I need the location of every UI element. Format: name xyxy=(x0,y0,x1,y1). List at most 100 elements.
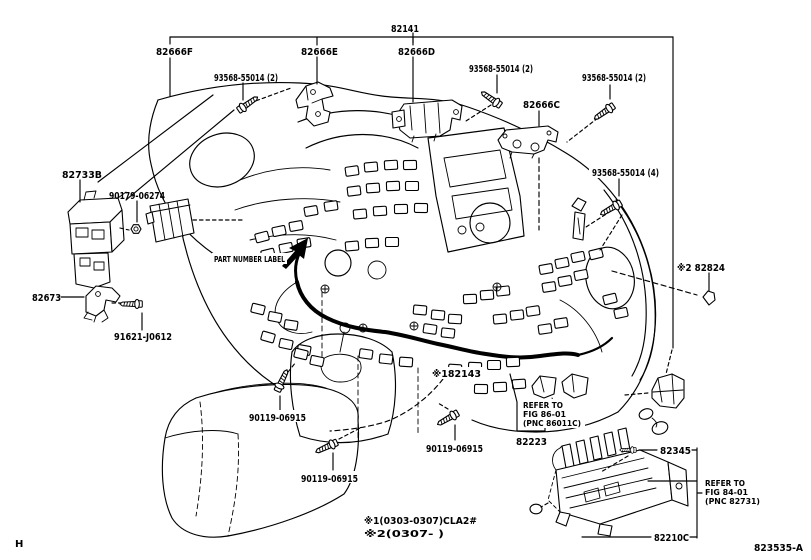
note-variant-1: ※1(0303-0307)CLA2# xyxy=(364,515,477,527)
harness-connector xyxy=(479,289,495,301)
junction-box-82210-art xyxy=(529,427,689,537)
label-82223: 82223 xyxy=(516,437,547,448)
label-90179-06274: 90179-06274 xyxy=(109,191,165,202)
label-82673: 82673 xyxy=(32,293,61,304)
harness-connector xyxy=(271,224,287,238)
bracket-93568-4-target-art xyxy=(571,197,587,241)
figure-code: 823535-A xyxy=(754,543,803,554)
labels: 82141 82666F 82666E 82666D 82666C 93568-… xyxy=(15,24,803,554)
connectors-82223-art xyxy=(531,373,589,416)
harness-connector xyxy=(422,323,438,335)
harness-connector xyxy=(288,220,304,232)
bracket-82666C-art xyxy=(497,125,559,159)
harness-connector xyxy=(537,323,553,335)
label-82143: ※182143 xyxy=(432,368,481,380)
harness-connector xyxy=(570,250,586,264)
corner-mark: H xyxy=(15,539,23,550)
harness-connector xyxy=(413,202,429,214)
harness-connector xyxy=(505,356,521,368)
label-screw-93568-c: 93568-55014 (2) xyxy=(582,73,646,84)
label-82666E: 82666E xyxy=(301,47,338,58)
harness-connector xyxy=(588,247,604,261)
label-refer84-line1: REFER TO xyxy=(705,479,746,488)
junction-block-82733B-art xyxy=(67,190,127,289)
harness-connector xyxy=(404,180,420,192)
label-82210C: 82210C xyxy=(654,533,689,544)
harness-connector xyxy=(267,311,283,323)
harness-connector xyxy=(393,203,409,215)
label-refer86-line3: (PNC 86011C) xyxy=(523,419,581,428)
screw-93568-a-icon xyxy=(235,92,261,116)
wire-harness-art xyxy=(250,159,629,395)
harness-connector xyxy=(553,317,569,329)
harness-connector xyxy=(254,230,270,244)
screw-93568-d-icon xyxy=(597,198,624,220)
label-refer86-line1: REFER TO xyxy=(523,401,564,410)
harness-connector xyxy=(398,356,414,368)
harness-connector xyxy=(492,381,508,393)
harness-connector xyxy=(363,161,379,173)
screw-91621-icon xyxy=(119,298,143,310)
label-90119-06915-3: 90119-06915 xyxy=(426,444,483,455)
harness-connector xyxy=(613,306,629,320)
label-82824: ※2 82824 xyxy=(677,262,725,274)
harness-connector xyxy=(486,359,502,371)
label-82345: 82345 xyxy=(660,446,691,457)
bracket-82673-art xyxy=(83,285,121,323)
harness-connector xyxy=(462,293,478,305)
harness-connector xyxy=(378,353,394,365)
label-90119-06915-2: 90119-06915 xyxy=(301,474,358,485)
harness-connector xyxy=(440,327,456,339)
harness-connector xyxy=(344,165,360,177)
connector-bank-art xyxy=(145,198,195,243)
harness-connector xyxy=(352,208,368,220)
harness-connector xyxy=(358,348,374,360)
instrument-panel-art xyxy=(97,81,657,538)
harness-connector xyxy=(283,319,299,331)
harness-connector xyxy=(293,347,309,361)
label-refer84-line2: FIG 84-01 xyxy=(705,488,748,497)
label-screw-93568-b: 93568-55014 (2) xyxy=(469,64,533,75)
label-82141: 82141 xyxy=(391,24,419,35)
label-part-number-label: PART NUMBER LABEL xyxy=(214,255,285,264)
note-variant-2: ※2(0307- ) xyxy=(364,528,444,540)
harness-connector xyxy=(573,269,589,281)
label-91621-J0612: 91621-J0612 xyxy=(114,332,172,343)
harness-connector xyxy=(383,159,399,171)
harness-connector xyxy=(473,383,489,395)
label-82733B: 82733B xyxy=(62,170,102,181)
harness-connector xyxy=(323,200,339,212)
harness-connector xyxy=(260,330,276,344)
harness-connector xyxy=(430,309,446,321)
harness-connector xyxy=(492,313,508,325)
right-connector-art xyxy=(638,373,685,435)
label-refer86-line2: FIG 86-01 xyxy=(523,410,566,419)
harness-connector xyxy=(250,302,266,316)
harness-connector xyxy=(402,159,418,171)
harness-connector xyxy=(554,257,570,269)
harness-connector xyxy=(538,263,554,275)
label-90119-06915-1: 90119-06915 xyxy=(249,413,306,424)
label-refer84-line3: (PNC 82731) xyxy=(705,497,760,506)
bracket-82666E-art xyxy=(295,81,334,127)
harness-connector xyxy=(346,185,362,197)
label-screw-93568-a: 93568-55014 (2) xyxy=(214,73,278,84)
grommet-82824-art xyxy=(702,290,716,306)
part-number-arrow-icon xyxy=(282,238,308,269)
harness-connector xyxy=(384,236,400,248)
label-screw-93568-d: 93568-55014 (4) xyxy=(592,168,659,179)
label-backers xyxy=(212,165,662,483)
label-82666F: 82666F xyxy=(156,47,193,58)
harness-connector xyxy=(364,237,380,249)
bracket-82666D-art xyxy=(391,99,463,143)
harness-connector xyxy=(372,205,388,217)
harness-connector xyxy=(557,275,573,287)
harness-connector xyxy=(344,240,360,252)
harness-connector xyxy=(541,281,557,293)
nut-90179-icon xyxy=(130,224,142,234)
bolt-90119-3-icon xyxy=(434,408,461,430)
harness-connector xyxy=(495,285,511,297)
harness-connector xyxy=(602,292,618,306)
